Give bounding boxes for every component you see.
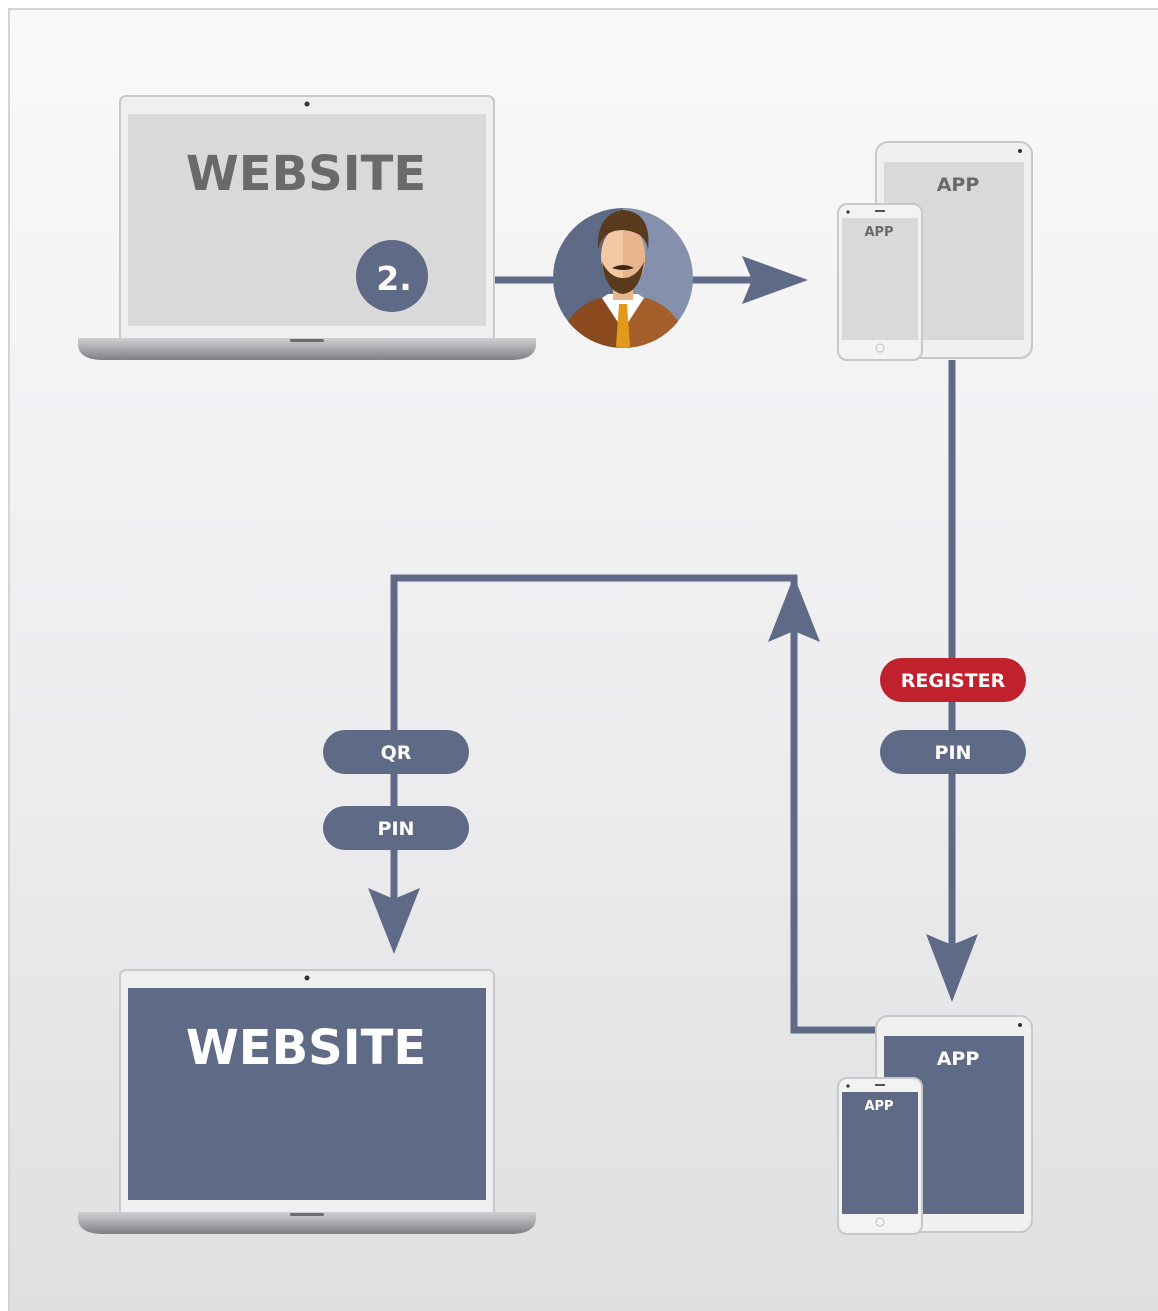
- pin-pill-left-label: PIN: [378, 818, 415, 840]
- flow-diagram: WEBSITE 2.: [78, 95, 1033, 1235]
- phone-icon-bottom: [837, 1077, 923, 1235]
- laptop-icon-bottom: [78, 969, 536, 1234]
- qr-pill-label: QR: [381, 742, 412, 764]
- laptop-icon: [78, 95, 536, 360]
- phone-icon: [837, 203, 923, 361]
- phone-label-top: APP: [864, 225, 893, 240]
- arrowhead-down-right: [926, 934, 978, 1002]
- website-label-top: WEBSITE: [186, 146, 426, 202]
- diagram-canvas: WEBSITE 2.: [8, 8, 1158, 1311]
- tablet-label-bottom: APP: [937, 1048, 980, 1070]
- phone-label-bottom: APP: [864, 1099, 893, 1114]
- register-pill: REGISTER: [880, 658, 1026, 702]
- step-badge: 2.: [356, 240, 428, 312]
- step-badge-label: 2.: [376, 259, 412, 298]
- pin-pill-right: PIN: [880, 730, 1026, 774]
- connector-app-to-website: [390, 574, 876, 1034]
- arrowheads: [368, 256, 978, 1002]
- tablet-label-top: APP: [937, 174, 980, 196]
- pin-pill-right-label: PIN: [935, 742, 972, 764]
- person-icon: [553, 208, 693, 348]
- connector-lines: [390, 276, 956, 1034]
- arrowhead-right: [742, 256, 808, 304]
- register-pill-label: REGISTER: [901, 670, 1006, 692]
- pin-pill-left: PIN: [323, 806, 469, 850]
- qr-pill: QR: [323, 730, 469, 774]
- website-label-bottom: WEBSITE: [186, 1020, 426, 1076]
- arrowhead-up: [768, 576, 820, 642]
- arrowhead-down-left: [368, 888, 420, 954]
